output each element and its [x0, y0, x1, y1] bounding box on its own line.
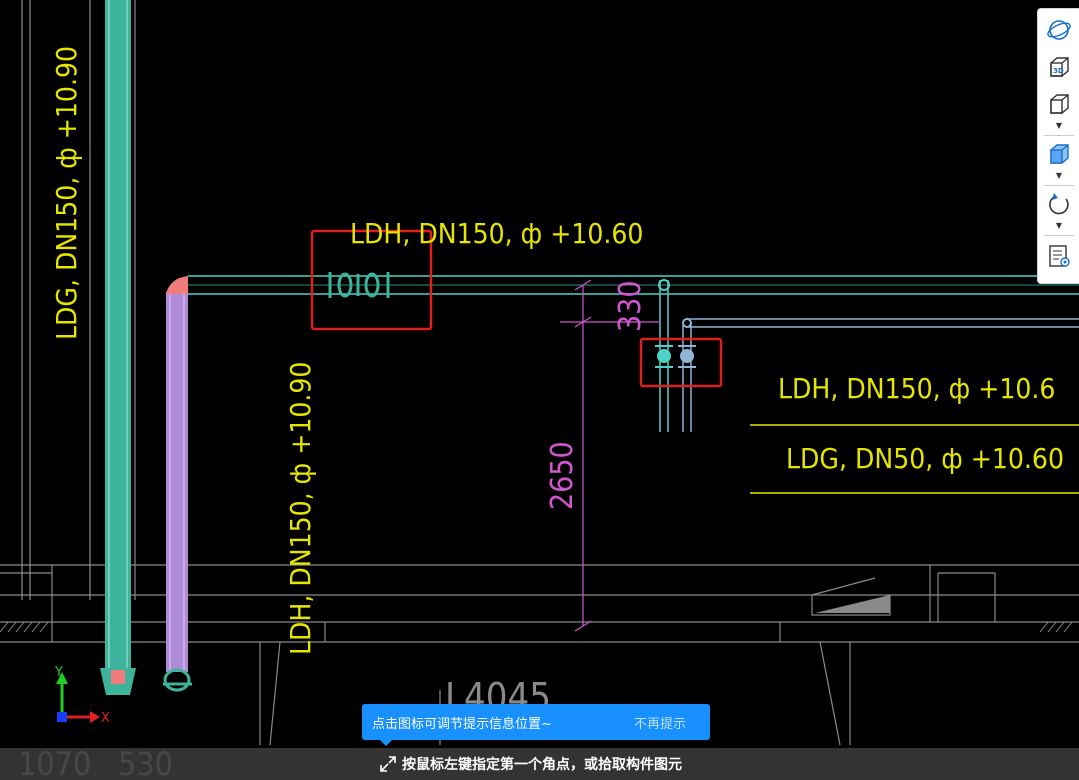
wireframe-dropdown-caret-icon[interactable]: ▼: [1055, 121, 1063, 130]
valve-fittings[interactable]: [655, 279, 696, 368]
axis-y-label: Y: [54, 665, 63, 680]
label-ldh-vertical: LDH, DN150, ф +10.90: [284, 362, 317, 655]
valve-symbol[interactable]: [328, 272, 390, 298]
dimension-2650: 2650: [545, 441, 580, 510]
tooltip-message: 点击图标可调节提示信息位置~: [372, 716, 552, 732]
pipe-ldh-vertical[interactable]: [163, 276, 192, 692]
display-settings-icon[interactable]: [1044, 241, 1074, 271]
view-toolbar: 3D ▼ ▼ ▼: [1037, 8, 1079, 284]
ramp-fill: [815, 595, 890, 613]
toolbar-divider: [1044, 185, 1074, 186]
axis-x-label: X: [101, 711, 110, 726]
tooltip-arrow: [380, 740, 392, 746]
dimension-330: 330: [613, 280, 648, 332]
highlight-box-valve: [310, 229, 433, 331]
label-ldg-vertical: LDG, DN150, ф +10.90: [50, 46, 83, 340]
hatch: [0, 621, 1073, 633]
pipe-ldg-vertical[interactable]: [100, 0, 136, 695]
label-ldh-top: LDH, DN150, ф +10.60: [350, 217, 643, 250]
toolbar-divider: [1044, 135, 1074, 136]
label-table-row2: LDG, DN50, ф +10.60: [786, 442, 1064, 475]
pipe-ldh-horizontal[interactable]: [188, 275, 1079, 295]
hint-tooltip[interactable]: 点击图标可调节提示信息位置~ 不再提示: [362, 704, 710, 740]
orbit-icon[interactable]: [1044, 15, 1074, 45]
command-prompt-text: 按鼠标左键指定第一个角点，或拾取构件图元: [402, 757, 682, 773]
dimension-lines: [560, 279, 660, 632]
wireframe-cube-icon[interactable]: [1044, 89, 1074, 119]
dont-show-again-link[interactable]: 不再提示: [633, 716, 686, 732]
rotate-icon[interactable]: [1044, 189, 1074, 219]
pipe-ldg-horizontal[interactable]: [688, 318, 1079, 328]
3d-view-icon[interactable]: 3D: [1044, 53, 1074, 83]
pipe-label-table: [750, 424, 1079, 494]
label-table-row1: LDH, DN150, ф +10.6: [778, 372, 1055, 405]
shading-dropdown-caret-icon[interactable]: ▼: [1055, 171, 1063, 180]
pick-cursor-icon: [380, 756, 396, 772]
command-status-bar: [0, 748, 1079, 780]
command-prompt: 按鼠标左键指定第一个角点，或拾取构件图元: [378, 752, 682, 776]
toolbar-divider: [1044, 235, 1074, 236]
shaded-cube-icon[interactable]: [1044, 139, 1074, 169]
highlight-box-fittings: [639, 337, 723, 388]
rotate-dropdown-caret-icon[interactable]: ▼: [1055, 221, 1063, 230]
svg-text:3D: 3D: [1053, 67, 1064, 75]
ucs-axis-icon: [56, 672, 100, 723]
